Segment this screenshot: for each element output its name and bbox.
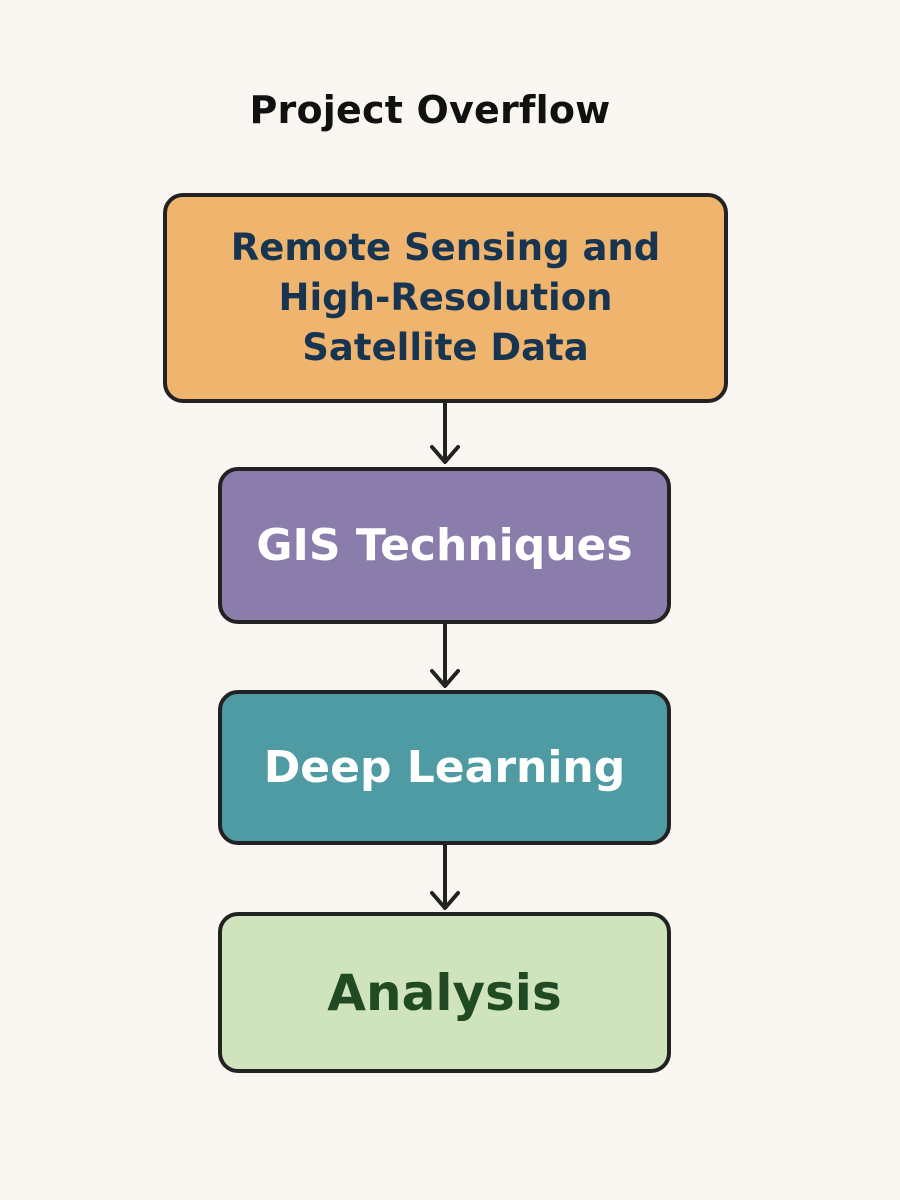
- step-analysis-box: Analysis: [218, 912, 671, 1073]
- diagram-title: Project Overflow: [249, 88, 611, 132]
- step-deep-learning-label: Deep Learning: [263, 742, 626, 793]
- step-deep-learning-box: Deep Learning: [218, 690, 671, 845]
- step-gis-techniques-label: GIS Techniques: [256, 520, 633, 571]
- step-remote-sensing-label: Remote Sensing and High-Resolution Satel…: [230, 226, 661, 369]
- step-analysis-label: Analysis: [327, 963, 562, 1022]
- step-gis-techniques-box: GIS Techniques: [218, 467, 671, 624]
- arrow-3-to-4: [430, 845, 460, 910]
- arrow-2-to-3: [430, 624, 460, 688]
- arrow-1-to-2: [430, 403, 460, 464]
- step-remote-sensing-box: Remote Sensing and High-Resolution Satel…: [163, 193, 728, 403]
